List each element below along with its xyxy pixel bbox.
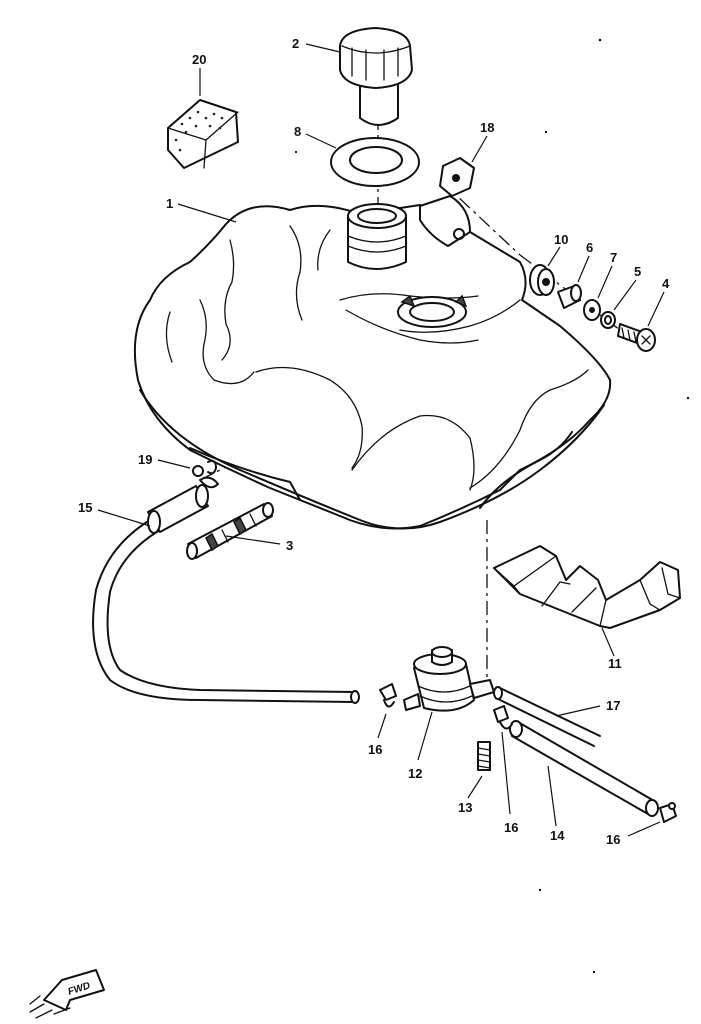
part-16-clip-left: [377, 683, 397, 739]
label-part-5: 5: [634, 264, 641, 279]
label-part-6: 6: [586, 240, 593, 255]
part-5-lock-washer: [600, 279, 637, 329]
part-4-bolt: [617, 291, 665, 352]
label-part-17: 17: [606, 698, 620, 713]
part-20-sponge-pad: [167, 68, 239, 169]
label-part-7: 7: [610, 250, 617, 265]
part-14-fuel-hose: [92, 484, 360, 704]
label-part-16-left: 16: [368, 742, 382, 757]
part-12-fuel-cock: [403, 646, 495, 761]
part-6-collar: [557, 255, 590, 309]
part-16-clip-middle: [493, 705, 513, 815]
label-part-12: 12: [408, 766, 422, 781]
scan-specks: [294, 38, 690, 974]
label-part-14: 15: [78, 500, 92, 515]
part-7-washer: [583, 265, 613, 321]
label-part-11: 11: [608, 656, 622, 671]
label-part-16-middle: 16: [504, 820, 518, 835]
label-part-2: 2: [292, 36, 299, 51]
part-16-clip-right: [627, 802, 677, 837]
label-part-3: 3: [286, 538, 293, 553]
part-3-filter: [186, 502, 281, 560]
label-part-18: 18: [480, 120, 494, 135]
label-part-15: 14: [550, 828, 565, 843]
parts-mounting-hardware: [529, 246, 665, 352]
part-labels: 20 2 8 18 1 10 6 7 5 4 19 15 3 11 17 16 …: [78, 36, 670, 847]
label-part-13: 13: [458, 800, 472, 815]
label-part-10: 10: [554, 232, 568, 247]
label-part-4: 4: [662, 276, 670, 291]
part-11-damper: [493, 545, 681, 657]
fwd-direction-marker: FWD: [29, 969, 105, 1019]
part-8-gasket: [305, 133, 420, 187]
part-19-clip: [157, 459, 219, 489]
label-part-20: 20: [192, 52, 206, 67]
part-13-strainer: [467, 741, 491, 799]
part-2-filler-cap: [305, 27, 413, 126]
label-part-16-right: 16: [606, 832, 620, 847]
part-1-fuel-tank: [133, 195, 612, 530]
label-part-19: 19: [138, 452, 152, 467]
part-18-clip: [439, 135, 488, 197]
label-part-1: 1: [166, 196, 173, 211]
part-10-grommet: [529, 246, 561, 296]
part-17-hose: [493, 686, 601, 747]
label-part-8: 8: [294, 124, 301, 139]
part-15-hose: [509, 720, 659, 827]
